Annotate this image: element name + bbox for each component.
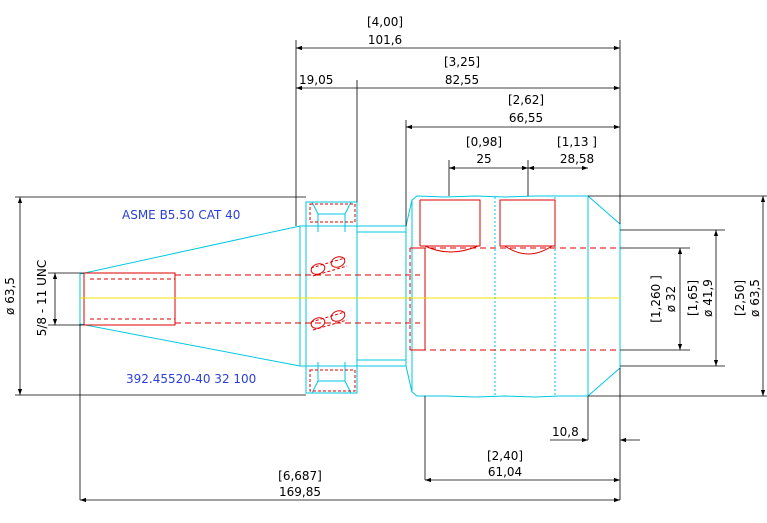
dim-face-dia-inch: [1,65] — [686, 280, 700, 316]
dim-screw-a-mm: 25 — [476, 152, 491, 166]
dim-flange-dia: ø 63,5 — [3, 277, 17, 315]
dim-body-length-inch: [2,62] — [508, 93, 544, 107]
dim-body-dia-inch: [2,50] — [733, 280, 747, 316]
dim-chamfer-length: 10,8 — [552, 425, 579, 439]
dim-overall-mm: 169,85 — [279, 485, 321, 499]
dim-bore-length-inch: [2,40] — [487, 449, 523, 463]
dim-bore-dia-inch: [1,260 ] — [649, 275, 663, 323]
dimension-lines — [17, 45, 766, 503]
extension-lines — [15, 40, 767, 500]
dim-flange-to-end-mm: 82,55 — [445, 73, 479, 87]
tool-holder-outline — [79, 195, 621, 398]
dim-body-dia-mm: ø 63,5 — [748, 279, 762, 317]
dim-overall-inch: [6,687] — [278, 469, 322, 483]
dim-screw-b-mm: 28,58 — [560, 152, 594, 166]
dim-gauge-to-end-mm: 101,6 — [368, 33, 402, 47]
dim-gauge-to-end-inch: [4,00] — [367, 15, 403, 29]
dim-screw-b-inch: [1,13 ] — [557, 135, 597, 149]
standard-note: ASME B5.50 CAT 40 — [122, 208, 240, 222]
dim-face-dia-mm: ø 41,9 — [701, 279, 715, 317]
dim-bore-dia-mm: ø 32 — [664, 286, 678, 312]
dim-flange-to-end-inch: [3,25] — [444, 55, 480, 69]
dimension-labels: [4,00] 101,6 19,05 [3,25] 82,55 [2,62] 6… — [3, 15, 762, 499]
dim-body-length-mm: 66,55 — [509, 111, 543, 125]
dim-screw-a-inch: [0,98] — [466, 135, 502, 149]
part-number-note: 392.45520-40 32 100 — [126, 372, 256, 386]
dim-flange-width: 19,05 — [299, 73, 333, 87]
thread-spec: 5/8 - 11 UNC — [35, 260, 49, 337]
hidden-features — [83, 199, 620, 392]
dim-bore-length-mm: 61,04 — [488, 465, 522, 479]
